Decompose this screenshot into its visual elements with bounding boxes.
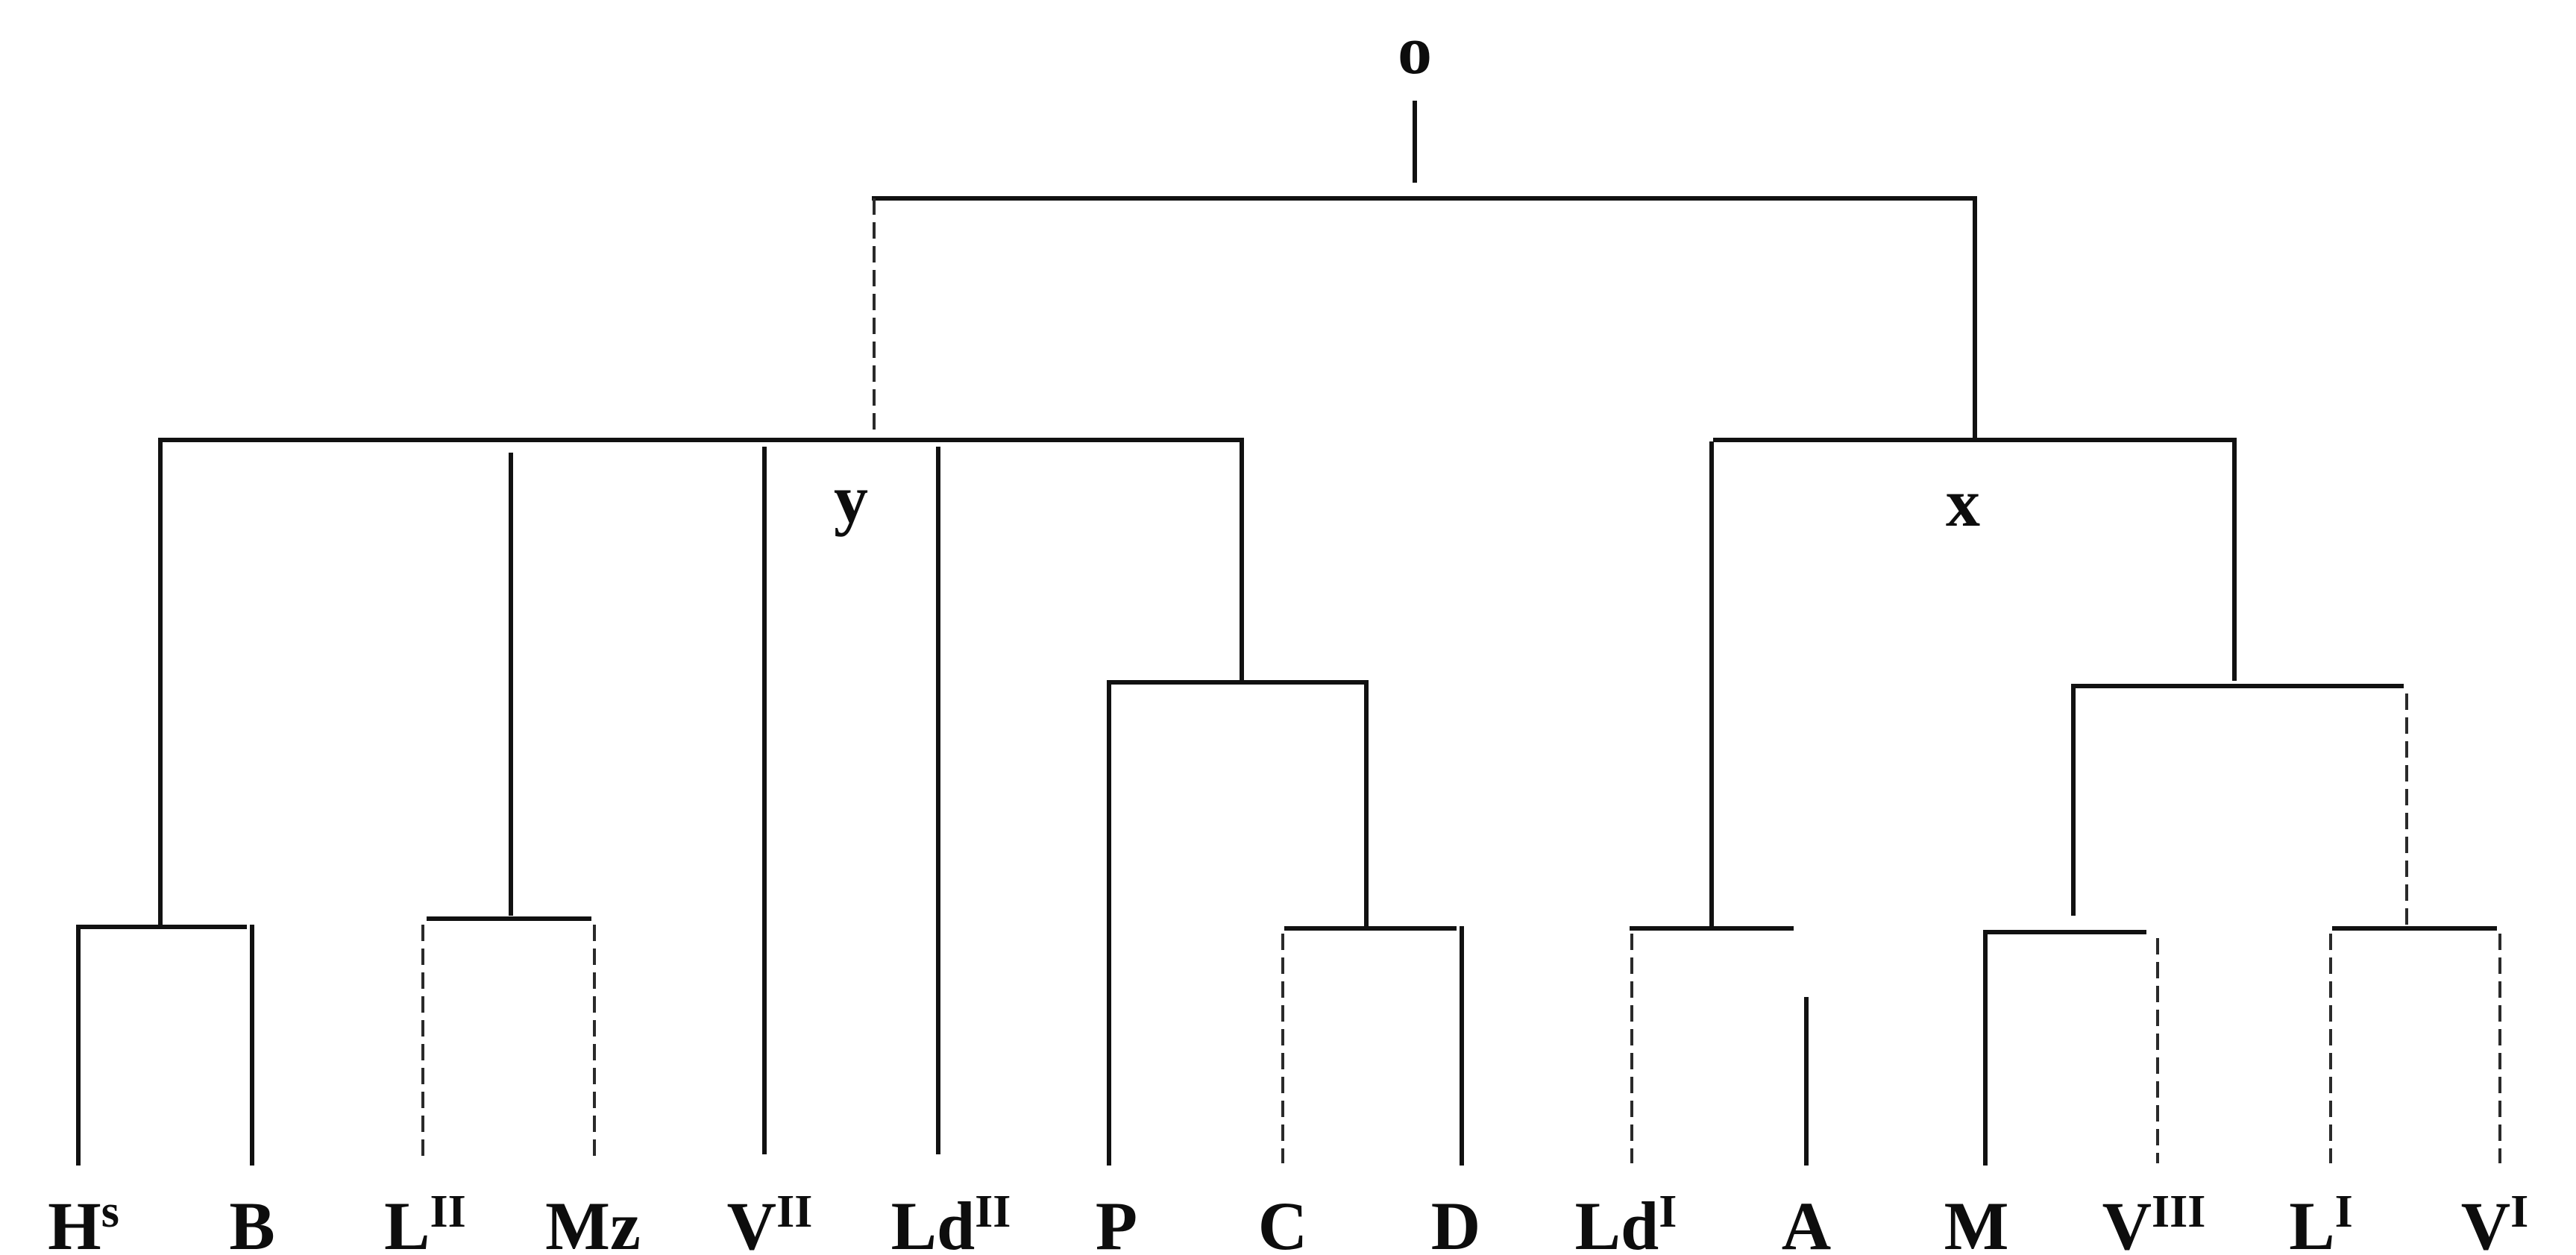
witness-m-label: M [1944,1188,2009,1255]
node-x-label: x [1946,465,1980,541]
witness-v1-label: VI [2461,1186,2529,1255]
witness-mz-label: Mz [545,1188,641,1255]
node-y-label: y [834,461,868,537]
witness-a-label: A [1782,1188,1831,1255]
witness-l2-label: LII [384,1186,466,1255]
root-node-label: o [1398,12,1432,88]
witness-d-label: D [1431,1188,1480,1255]
witness-v2-label: VII [727,1186,813,1255]
witness-p-label: P [1096,1188,1137,1255]
witness-v3-label: VIII [2102,1186,2206,1255]
witness-l1-label: LI [2289,1186,2353,1255]
witness-hs-label: Hs [48,1186,119,1255]
witness-c-label: C [1258,1188,1307,1255]
witness-ld2-label: LdII [891,1186,1011,1255]
witness-ld1-label: LdI [1575,1186,1677,1255]
witness-b-label: B [229,1188,274,1255]
